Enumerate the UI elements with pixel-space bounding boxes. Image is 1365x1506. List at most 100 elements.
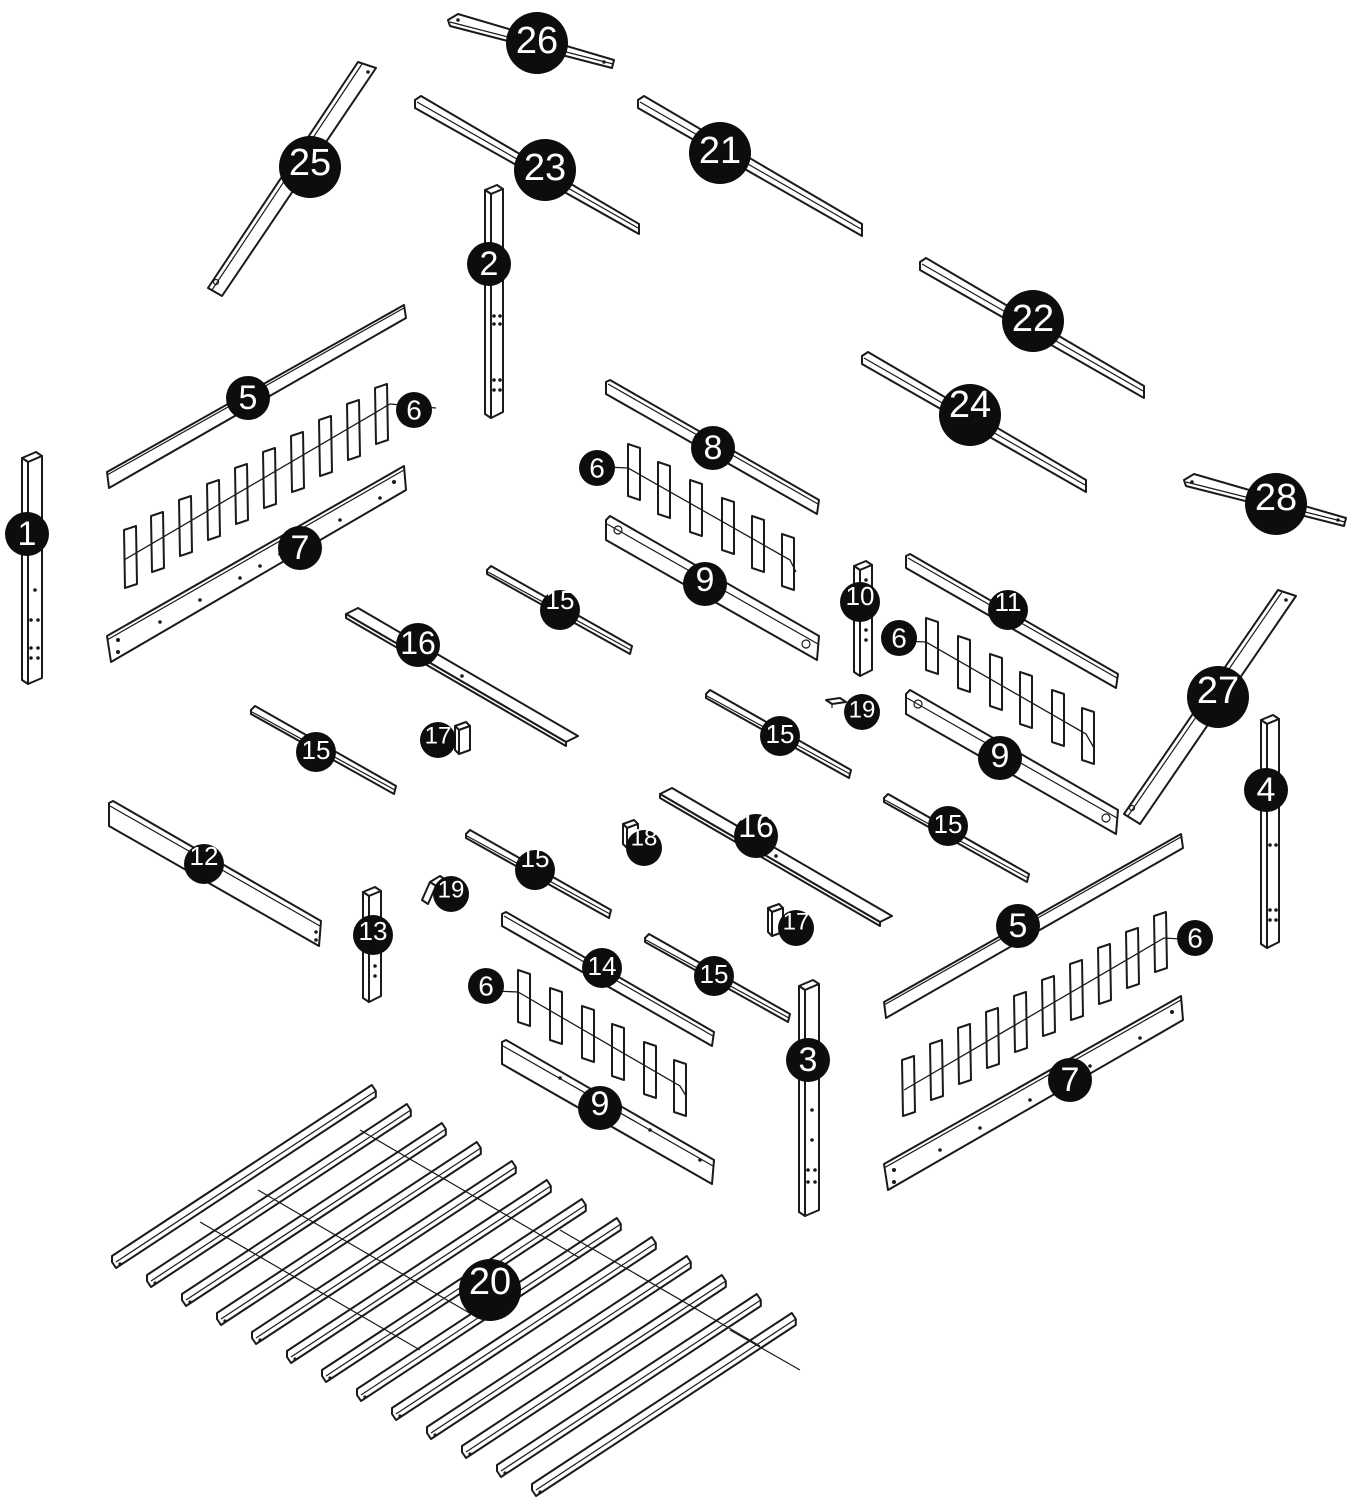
bed-slat [146, 1103, 412, 1288]
svg-text:9: 9 [696, 561, 715, 599]
badge-part-15-c: 15 [760, 716, 800, 756]
bed-slat [461, 1274, 727, 1459]
part-16-board-b [659, 787, 893, 927]
svg-text:25: 25 [289, 142, 331, 184]
bed-slat-hole [293, 1357, 297, 1361]
badge-part-5-right: 5 [996, 904, 1040, 948]
part-1-post [21, 451, 43, 685]
badge-part-2: 2 [467, 242, 511, 286]
bed-slat-hole [398, 1414, 402, 1418]
part-7-bottom-rail-left [106, 465, 407, 663]
part-6-slats-lower-middle [469, 969, 687, 1117]
svg-text:16: 16 [738, 808, 774, 844]
svg-text:5: 5 [1009, 907, 1028, 945]
badge-part-8: 8 [691, 426, 735, 470]
svg-text:6: 6 [478, 971, 494, 1002]
svg-text:12: 12 [190, 841, 219, 871]
svg-text:15: 15 [934, 809, 963, 839]
svg-text:6: 6 [891, 623, 907, 654]
badge-part-24: 24 [939, 384, 1001, 446]
svg-text:9: 9 [591, 1085, 610, 1123]
slat-support [199, 1221, 421, 1351]
svg-text:15: 15 [521, 843, 550, 873]
slat-support [359, 1129, 581, 1259]
badge-part-6-right-middle: 6 [881, 620, 917, 656]
badge-part-15-d: 15 [928, 806, 968, 846]
badge-part-7-left: 7 [278, 526, 322, 570]
svg-text:27: 27 [1197, 670, 1239, 712]
svg-text:15: 15 [766, 719, 795, 749]
bed-slat [251, 1160, 517, 1345]
slat-support [729, 1329, 801, 1371]
part-6-slats-middle [584, 443, 797, 591]
slat-support [257, 1189, 479, 1319]
svg-text:11: 11 [995, 587, 1022, 617]
badge-part-19-b: 19 [433, 876, 469, 912]
svg-text:6: 6 [589, 453, 605, 484]
bed-slat-edge [220, 1147, 482, 1320]
svg-text:13: 13 [359, 916, 388, 946]
bed-slat-hole [538, 1490, 542, 1494]
svg-text:15: 15 [546, 585, 575, 615]
svg-text:3: 3 [799, 1041, 818, 1079]
badge-part-9-lower: 9 [578, 1085, 622, 1130]
svg-text:9: 9 [991, 737, 1010, 775]
bed-slat-hole [223, 1319, 227, 1323]
bed-slat [181, 1122, 447, 1307]
badge-part-6-upper-left: 6 [396, 392, 432, 428]
bed-slat-hole [118, 1262, 122, 1266]
svg-text:6: 6 [1187, 923, 1203, 954]
slat-support [559, 1229, 761, 1347]
badge-part-10: 10 [840, 581, 880, 622]
svg-text:18: 18 [631, 825, 658, 852]
part-19-bracket-a [825, 697, 847, 708]
badge-part-6-lower-right: 6 [1177, 920, 1213, 956]
badge-part-15-e: 15 [515, 843, 555, 890]
badge-part-7-right: 7 [1048, 1058, 1092, 1102]
svg-text:15: 15 [302, 735, 331, 765]
svg-text:7: 7 [291, 529, 310, 567]
bed-slat-hole [258, 1338, 262, 1342]
svg-text:26: 26 [516, 20, 558, 62]
badge-part-15-a: 15 [540, 585, 580, 630]
bed-slat-hole [468, 1452, 472, 1456]
badge-part-5-left: 5 [226, 376, 270, 420]
badge-part-12: 12 [184, 841, 224, 884]
bed-slat-edge [115, 1090, 377, 1263]
bed-slat-edge [395, 1242, 657, 1415]
part-6-slats-right-middle [883, 617, 1095, 765]
part-21-beam [637, 95, 863, 237]
svg-text:17: 17 [783, 909, 810, 936]
part-17-block-a [454, 721, 471, 755]
badge-part-25: 25 [279, 136, 341, 198]
svg-text:6: 6 [406, 395, 422, 426]
badge-part-15-f: 15 [694, 956, 734, 996]
badge-part-3: 3 [786, 1038, 830, 1082]
badge-part-9-right: 9 [978, 736, 1022, 780]
bed-slat-edge [290, 1185, 552, 1358]
part-6-slats-right [901, 911, 1199, 1117]
badge-part-11: 11 [988, 587, 1028, 630]
bed-slat [216, 1141, 482, 1326]
bed-slat [286, 1179, 552, 1364]
badge-part-16-a: 16 [396, 623, 440, 667]
badge-part-4: 4 [1244, 768, 1288, 812]
svg-text:22: 22 [1012, 298, 1054, 340]
badge-part-16-b: 16 [734, 808, 778, 858]
bed-slat-edge [325, 1204, 587, 1377]
svg-text:23: 23 [524, 147, 566, 189]
bed-slat [496, 1293, 762, 1478]
badge-part-22: 22 [1002, 290, 1064, 352]
svg-text:20: 20 [469, 1261, 511, 1303]
badge-part-1: 1 [5, 512, 49, 556]
badge-part-20: 20 [459, 1259, 521, 1321]
badge-part-28: 28 [1245, 473, 1307, 535]
svg-text:8: 8 [704, 429, 723, 467]
svg-text:19: 19 [849, 697, 876, 724]
svg-text:28: 28 [1255, 477, 1297, 519]
badge-part-6-lower-middle: 6 [468, 968, 504, 1004]
bed-slat-edge [500, 1299, 762, 1472]
bed-slat-edge [535, 1318, 797, 1491]
